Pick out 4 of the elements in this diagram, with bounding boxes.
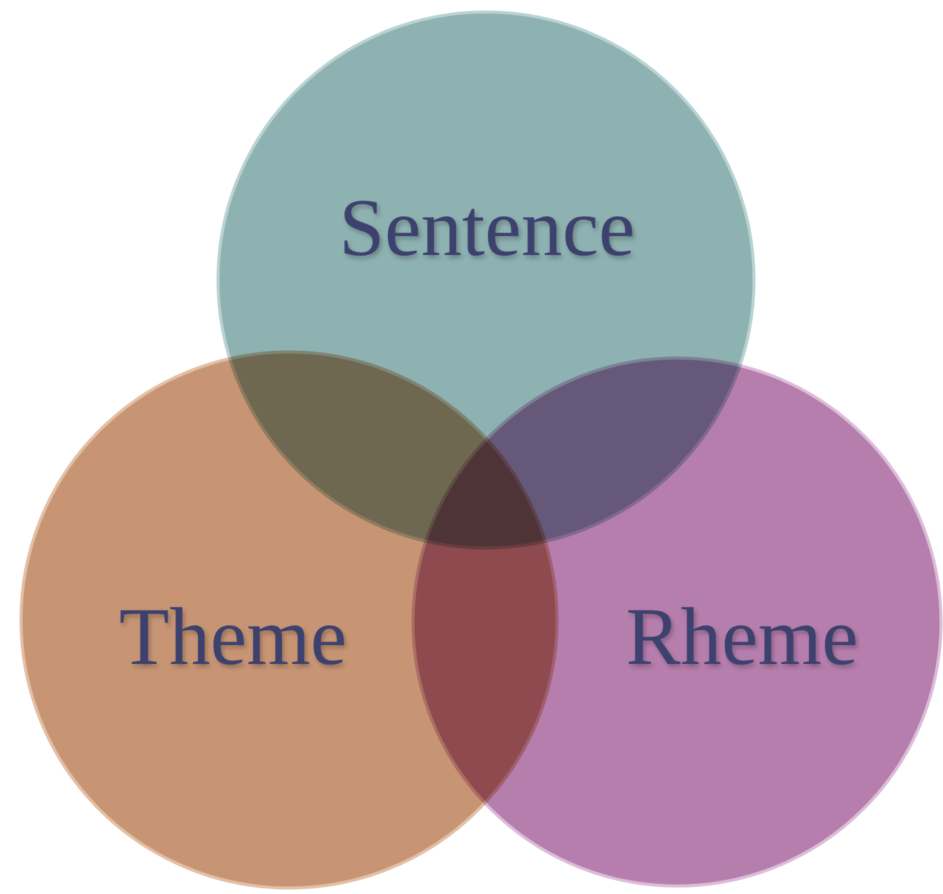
venn-circle [411,356,943,888]
circle-label: Theme [119,596,347,678]
circle-label: Rheme [626,596,858,678]
circle-label: Sentence [339,187,635,269]
